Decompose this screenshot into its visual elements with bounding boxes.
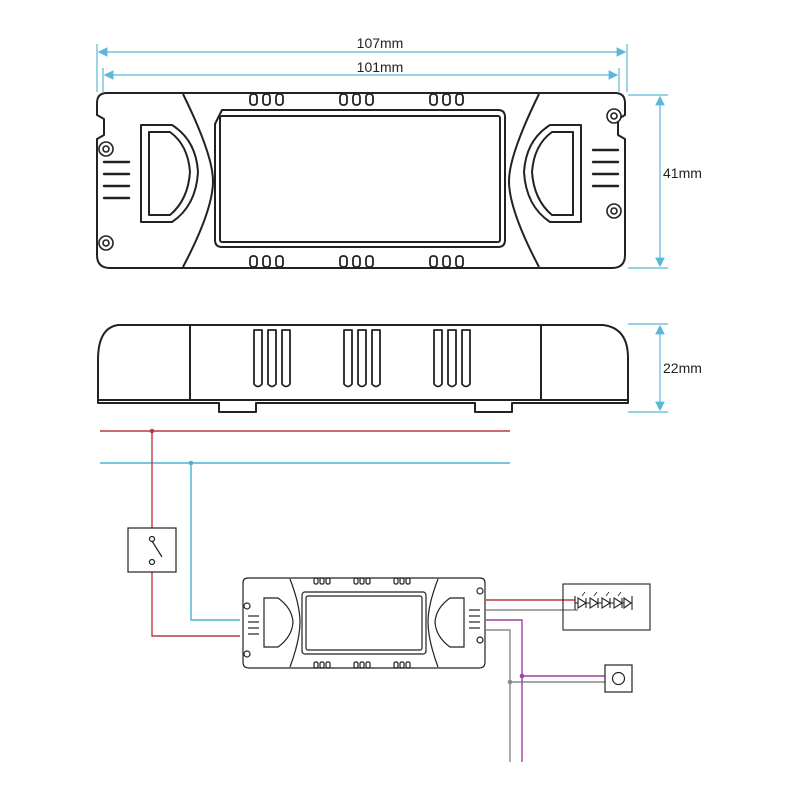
screw-icon — [98, 108, 622, 251]
wiring — [100, 430, 607, 762]
small-driver — [242, 577, 486, 669]
top-view — [96, 92, 626, 269]
inner-length-label: 101mm — [357, 59, 404, 75]
push-button-icon — [604, 664, 633, 693]
overall-length-label: 107mm — [357, 35, 404, 51]
dimension-lines — [96, 44, 668, 413]
side-view — [97, 324, 629, 413]
width-label: 41mm — [663, 165, 702, 181]
screw-icon — [243, 587, 484, 658]
height-label: 22mm — [663, 360, 702, 376]
wire-junctions — [149, 428, 525, 685]
switch-icon — [127, 527, 177, 573]
led-strip-icon — [562, 583, 651, 631]
